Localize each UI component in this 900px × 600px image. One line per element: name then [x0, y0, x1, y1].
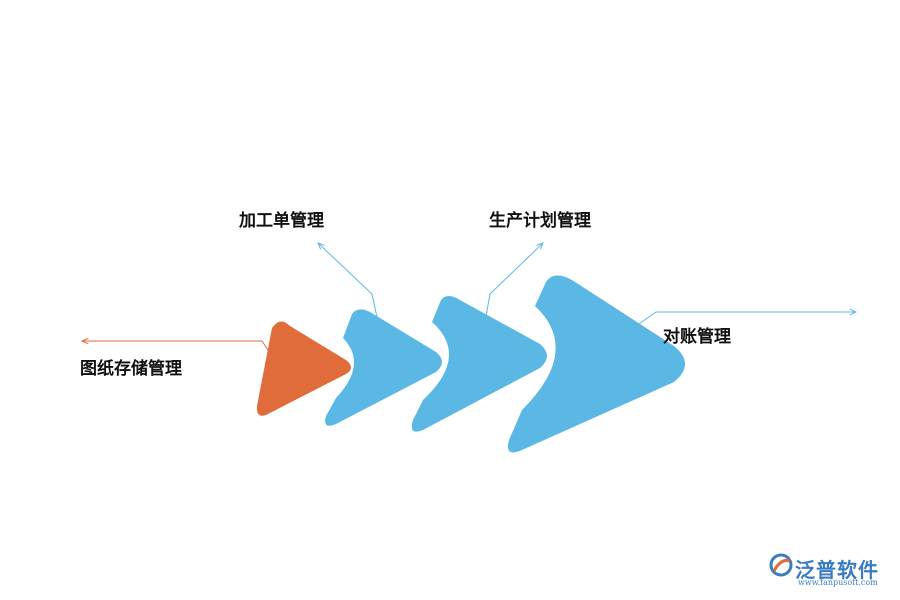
stage-shape-production-plan: [411, 296, 547, 432]
connector-line-drawing-storage: [82, 341, 269, 351]
brand-name: 泛普软件: [795, 558, 879, 582]
stage-label-work-order: 加工单管理: [239, 211, 324, 231]
stage-shape-drawing-storage: [256, 321, 351, 416]
stage-label-drawing-storage: 图纸存储管理: [80, 359, 182, 379]
stage-label-reconciliation: 对账管理: [663, 327, 731, 347]
connector-line-reconciliation: [635, 312, 856, 327]
connector-line-work-order: [318, 243, 379, 323]
brand-url: www.fanpusoft.com: [798, 578, 878, 587]
stage-label-production-plan: 生产计划管理: [489, 211, 591, 231]
connector-line-production-plan: [484, 243, 543, 323]
stage-shape-reconciliation: [507, 275, 685, 453]
brand-mark-icon: [769, 553, 793, 577]
stage-shape-work-order: [325, 309, 442, 426]
brand-logo: 泛普软件 www.fanpusoft.com: [768, 552, 893, 594]
